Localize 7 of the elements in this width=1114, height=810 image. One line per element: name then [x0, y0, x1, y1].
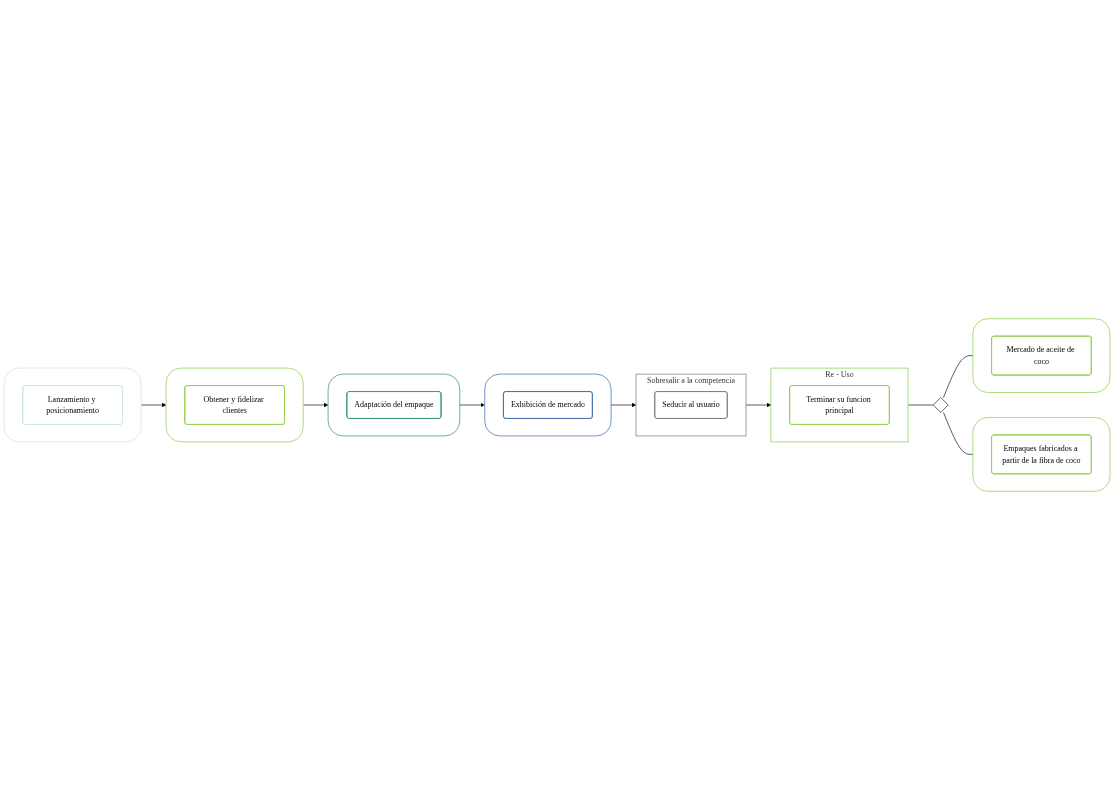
cluster [165, 367, 304, 443]
cluster [972, 318, 1111, 393]
cluster [3, 367, 142, 443]
cluster [972, 417, 1111, 492]
node-star [932, 397, 949, 413]
cluster [327, 373, 461, 437]
cluster [484, 373, 612, 437]
